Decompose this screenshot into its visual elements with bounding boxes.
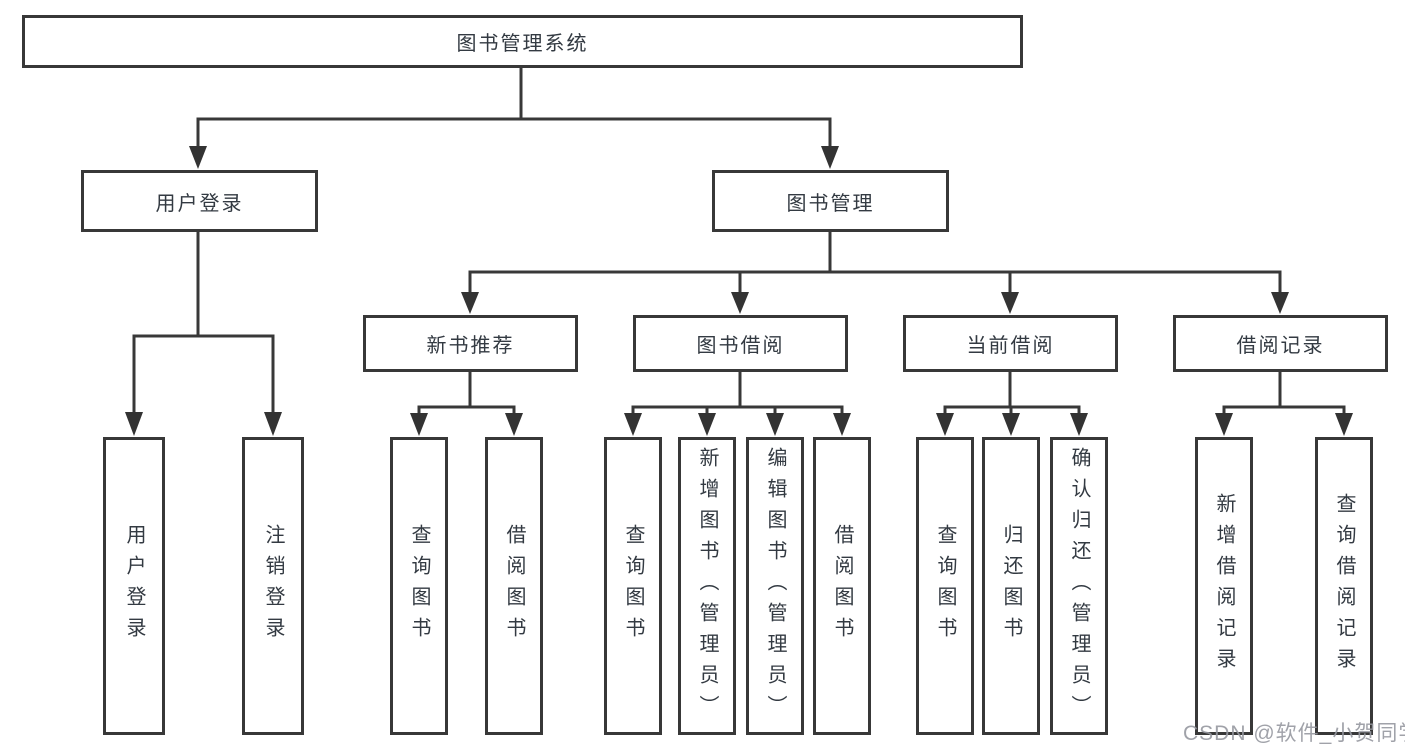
node-borrowing-records: 借阅记录: [1173, 315, 1388, 372]
leaf-borrowing-edit-books-admin: 编辑图书（管理员）: [746, 437, 804, 735]
node-new-book-recommend: 新书推荐: [363, 315, 578, 372]
connector-user-login: [125, 232, 282, 436]
leaf-borrowing-borrow-books: 借阅图书: [813, 437, 871, 735]
csdn-watermark: CSDN @软件_小贺同学: [1183, 722, 1405, 745]
leaf-newbook-borrow-books: 借阅图书: [485, 437, 543, 735]
connector-current-borrowing: [936, 372, 1088, 436]
leaf-current-return-books: 归还图书: [982, 437, 1040, 735]
node-book-borrowing: 图书借阅: [633, 315, 848, 372]
leaf-current-query-books: 查询图书: [916, 437, 974, 735]
node-root: 图书管理系统: [22, 15, 1023, 68]
leaf-records-query-record: 查询借阅记录: [1315, 437, 1373, 735]
connector-book-mgmt: [461, 232, 1289, 314]
connector-book-borrowing: [624, 372, 851, 436]
node-user-login: 用户登录: [81, 170, 318, 232]
node-current-borrowing: 当前借阅: [903, 315, 1118, 372]
leaf-newbook-query-books: 查询图书: [390, 437, 448, 735]
connector-new-book: [410, 372, 523, 436]
leaf-logout: 注销登录: [242, 437, 304, 735]
node-book-mgmt: 图书管理: [712, 170, 949, 232]
leaf-borrowing-add-books-admin: 新增图书（管理员）: [678, 437, 736, 735]
connector-root: [189, 67, 839, 169]
leaf-borrowing-query-books: 查询图书: [604, 437, 662, 735]
leaf-user-login: 用户登录: [103, 437, 165, 735]
leaf-current-confirm-return-admin: 确认归还（管理员）: [1050, 437, 1108, 735]
connector-borrowing-records: [1215, 372, 1353, 436]
leaf-records-add-record: 新增借阅记录: [1195, 437, 1253, 735]
